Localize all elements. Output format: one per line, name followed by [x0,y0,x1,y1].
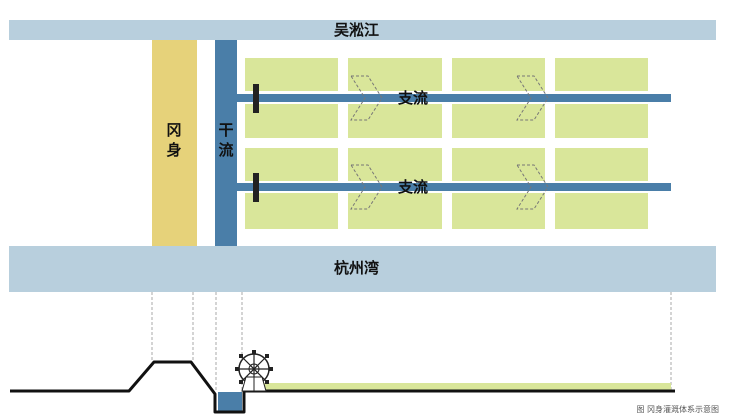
waterwheel-icon [235,350,273,392]
south-river-label: 杭州湾 [334,259,380,277]
section-field [246,383,671,390]
north-river-label: 吴淞江 [334,21,380,39]
field-plots [245,58,648,229]
field-plot [452,58,545,91]
ground-profile [10,360,675,414]
dike-label: 冈身 [166,121,182,159]
flow-arrows [350,75,549,210]
flow-arrow-icon [516,75,549,121]
flow-arrow-icon [350,164,383,210]
dike-band [152,40,197,246]
figure-caption: 图 冈身灌溉体系示意图 [636,405,719,414]
field-plot [452,193,545,229]
field-plot [452,148,545,181]
branch-canal-2 [237,183,671,191]
branch-label-1: 支流 [398,89,429,107]
field-plot [555,104,648,138]
projection-lines [151,292,672,390]
field-plot [348,104,442,138]
sluice-gate-1 [253,84,259,113]
south-river-band [9,246,716,292]
field-plot [245,193,338,229]
field-plot [555,58,648,91]
flow-arrow-icon [350,75,383,121]
field-plot [348,193,442,229]
main-canal-label: 干流 [218,121,234,159]
branch-label-2: 支流 [398,178,429,196]
flow-arrow-icon [516,164,549,210]
field-plot [245,58,338,91]
field-plot [245,148,338,181]
main-canal [215,40,237,246]
field-plot [245,104,338,138]
branch-canal-1 [237,94,671,102]
sluice-gate-2 [253,173,259,202]
field-plot [555,193,648,229]
field-plot [452,104,545,138]
field-plot [555,148,648,181]
section-canal-water [218,392,242,411]
field-plot [348,58,442,91]
north-river-band [9,20,716,40]
